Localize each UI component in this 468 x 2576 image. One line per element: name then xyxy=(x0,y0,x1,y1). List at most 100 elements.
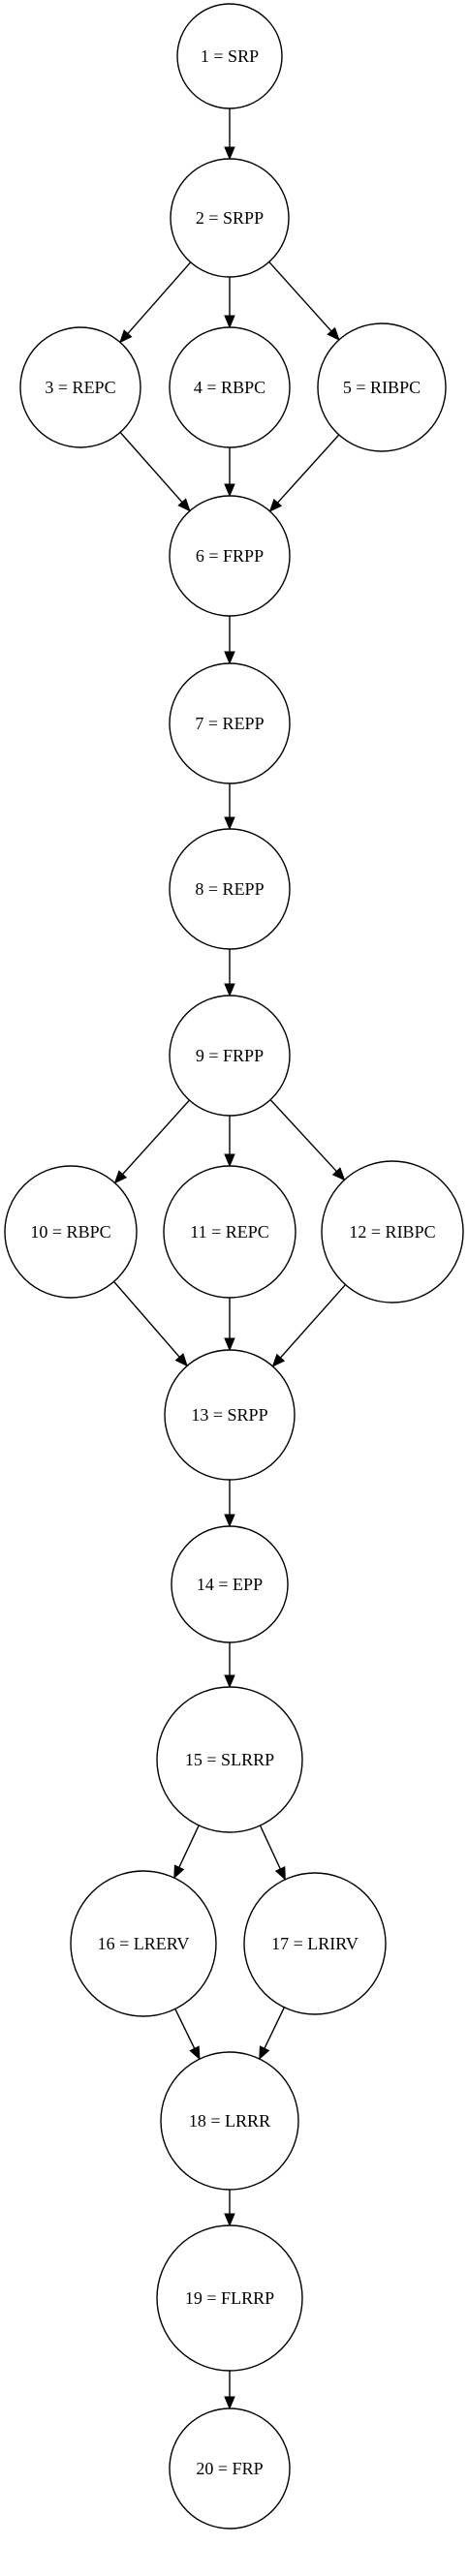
node-15: 15 = SLRRP xyxy=(156,1686,303,1833)
node-circle xyxy=(4,1165,138,1299)
edge-15-to-17 xyxy=(259,1825,286,1881)
arrowhead-icon xyxy=(177,498,191,512)
edge-2-to-5 xyxy=(268,261,340,341)
node-label: 7 = REPP xyxy=(195,714,264,733)
edge-9-to-10 xyxy=(113,1099,191,1184)
edge-13-to-14 xyxy=(224,1480,235,1528)
edge-line xyxy=(113,1280,180,1358)
edge-line xyxy=(127,261,192,334)
arrowhead-icon xyxy=(174,1353,188,1367)
edges-layer xyxy=(113,108,347,2410)
node-circle xyxy=(321,1160,464,1303)
node-4: 4 = RBPC xyxy=(169,326,291,448)
edge-line xyxy=(279,1284,347,1359)
node-5: 5 = RIBPC xyxy=(317,322,447,452)
node-label: 12 = RIBPC xyxy=(349,1222,435,1242)
arrowhead-icon xyxy=(224,2213,235,2227)
arrowhead-icon xyxy=(331,1167,346,1181)
node-label: 3 = REPC xyxy=(45,378,115,397)
node-label: 6 = FRPP xyxy=(196,546,264,566)
edge-15-to-16 xyxy=(173,1825,200,1880)
arrowhead-icon xyxy=(224,2396,235,2410)
edge-9-to-12 xyxy=(269,1099,346,1181)
arrowhead-icon xyxy=(224,315,235,329)
node-label: 1 = SRP xyxy=(201,46,259,66)
node-label: 13 = SRPP xyxy=(191,1405,267,1425)
edge-3-to-6 xyxy=(119,431,191,512)
node-1: 1 = SRP xyxy=(176,3,283,109)
edge-line xyxy=(259,1825,281,1870)
edge-line xyxy=(264,2007,285,2049)
arrowhead-icon xyxy=(119,329,133,344)
arrowhead-icon xyxy=(224,816,235,831)
node-13: 13 = SRPP xyxy=(164,1349,296,1481)
node-circle xyxy=(169,662,291,784)
arrowhead-icon xyxy=(189,2045,201,2061)
arrowhead-icon xyxy=(327,326,340,341)
edge-line xyxy=(178,1825,200,1868)
edge-16-to-18 xyxy=(174,2009,201,2061)
node-circle xyxy=(163,1165,296,1299)
nodes-layer: 1 = SRP 2 = SRPP 3 = REPC 4 = RBPC 5 = RIBPC… xyxy=(4,3,464,2530)
node-label: 14 = EPP xyxy=(197,1575,263,1594)
node-label: 17 = LRIRV xyxy=(271,1934,359,1953)
node-18: 18 = LRRR xyxy=(160,2051,299,2191)
arrowhead-icon xyxy=(113,1170,128,1184)
edge-7-to-8 xyxy=(224,783,235,831)
node-8: 8 = REPP xyxy=(169,828,291,950)
arrowhead-icon xyxy=(224,1337,235,1352)
node-circle xyxy=(164,1349,296,1481)
edge-8-to-9 xyxy=(224,949,235,997)
node-circle xyxy=(169,995,291,1117)
node-7: 7 = REPP xyxy=(169,662,291,784)
edge-19-to-20 xyxy=(224,2371,235,2410)
node-label: 4 = RBPC xyxy=(194,378,265,397)
node-circle xyxy=(169,828,291,950)
arrowhead-icon xyxy=(224,146,235,161)
arrowhead-icon xyxy=(224,983,235,997)
edge-line xyxy=(119,431,183,504)
edge-1-to-2 xyxy=(224,108,235,161)
node-circle xyxy=(317,322,447,452)
edge-10-to-13 xyxy=(113,1280,188,1367)
node-20: 20 = FRP xyxy=(169,2407,291,2530)
node-label: 18 = LRRR xyxy=(189,2111,270,2131)
edge-line xyxy=(277,434,340,504)
edge-12-to-13 xyxy=(271,1284,347,1367)
node-label: 2 = SRPP xyxy=(196,208,264,228)
node-9: 9 = FRPP xyxy=(169,995,291,1117)
node-14: 14 = EPP xyxy=(171,1525,289,1643)
node-label: 11 = REPC xyxy=(190,1222,269,1242)
edge-line xyxy=(174,2009,196,2049)
edge-line xyxy=(122,1099,191,1176)
node-label: 19 = FLRRP xyxy=(185,2288,274,2308)
node-circle xyxy=(171,1525,289,1643)
node-17: 17 = LRIRV xyxy=(243,1872,387,2015)
edge-9-to-11 xyxy=(224,1116,235,1168)
node-6: 6 = FRPP xyxy=(169,495,291,617)
edge-line xyxy=(268,261,332,332)
node-circle xyxy=(156,1686,303,1833)
node-label: 16 = LRERV xyxy=(98,1934,190,1953)
edge-11-to-13 xyxy=(224,1298,235,1352)
node-label: 10 = RBPC xyxy=(30,1222,110,1242)
node-19: 19 = FLRRP xyxy=(156,2224,303,2372)
node-circle xyxy=(169,326,291,448)
arrowhead-icon xyxy=(224,1514,235,1528)
node-16: 16 = LRERV xyxy=(70,1870,217,2017)
arrowhead-icon xyxy=(224,651,235,665)
node-2: 2 = SRPP xyxy=(170,158,290,278)
node-circle xyxy=(19,326,141,448)
arrowhead-icon xyxy=(224,483,235,498)
arrowhead-icon xyxy=(224,1153,235,1168)
node-circle xyxy=(169,2407,291,2530)
node-circle xyxy=(170,158,290,278)
edge-2-to-3 xyxy=(119,261,192,344)
edge-6-to-7 xyxy=(224,616,235,665)
node-circle xyxy=(156,2224,303,2372)
node-label: 8 = REPP xyxy=(195,879,264,899)
node-3: 3 = REPC xyxy=(19,326,141,448)
edge-17-to-18 xyxy=(259,2007,285,2061)
arrowhead-icon xyxy=(268,498,283,512)
